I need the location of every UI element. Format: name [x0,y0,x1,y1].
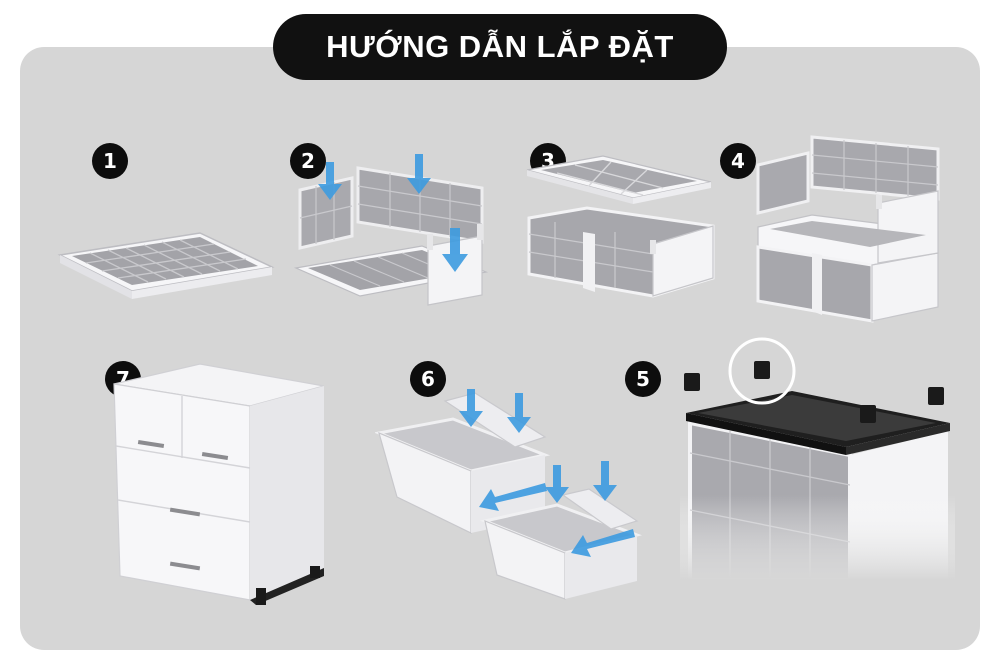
step-badge-2: 2 [290,143,326,179]
step-badge-4: 4 [720,143,756,179]
step-1-illustration [50,215,280,305]
step-7-illustration [110,362,330,607]
step-5-illustration [680,335,955,580]
step-3-illustration [515,150,725,315]
step-6-illustration [375,385,655,605]
step-2-illustration [290,150,490,315]
step-badge-1: 1 [92,143,128,179]
step-4-illustration [750,135,950,325]
step-badge-5: 5 [625,361,661,397]
step-badge-6: 6 [410,361,446,397]
page-title: HƯỚNG DẪN LẮP ĐẶT [273,14,727,80]
